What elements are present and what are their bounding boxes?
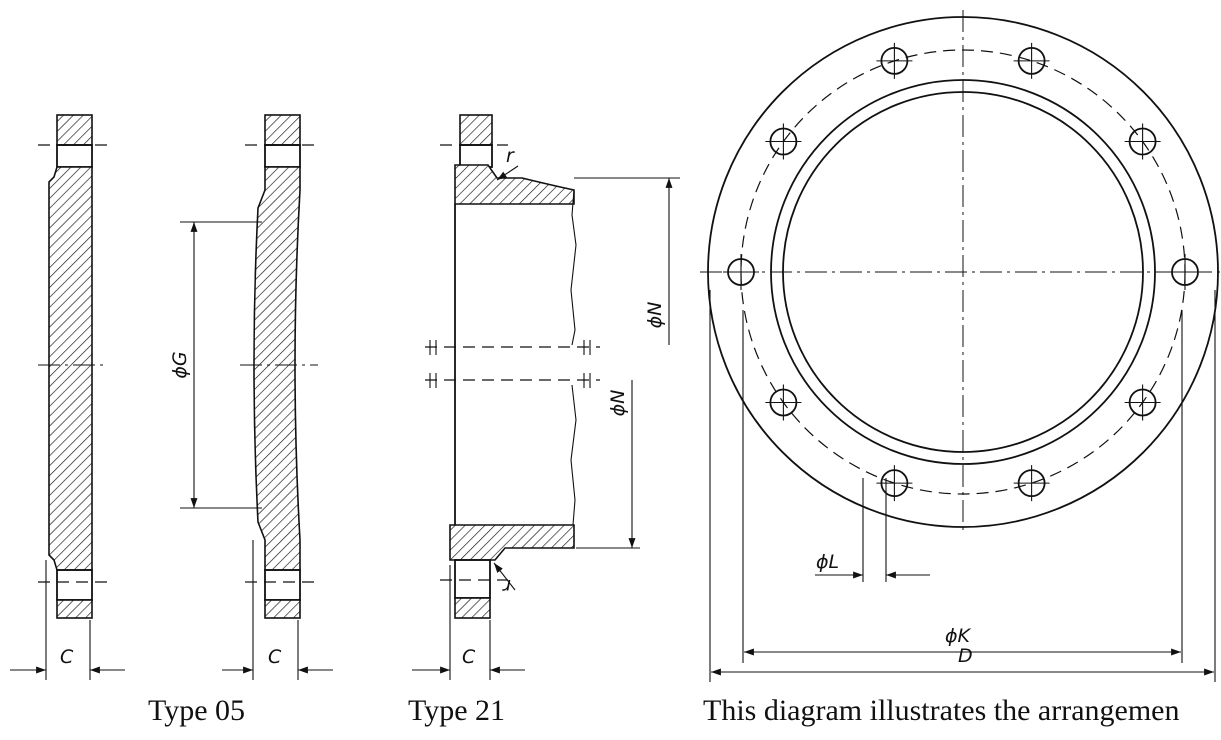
bolt-hole — [876, 465, 913, 502]
bolt-hole — [1124, 123, 1161, 160]
flange-section-type-05-flat: C — [10, 114, 125, 680]
bolt-hole — [1124, 384, 1161, 421]
dim-phi-k: ϕK — [945, 625, 972, 647]
dim-c-3: C — [462, 646, 476, 668]
dim-c-2: C — [268, 646, 282, 668]
flange-section-type-05-dished: ϕG C — [169, 114, 333, 680]
flange-front-view: D ϕK ϕL — [700, 10, 1221, 682]
caption-type-21: Type 21 — [408, 694, 505, 727]
flange-section-type-21: r r ϕN ϕN C — [412, 114, 680, 680]
bolt-hole — [1013, 42, 1050, 79]
caption-arrangement: This diagram illustrates the arrangemen — [703, 694, 1180, 727]
dim-phi-g: ϕG — [169, 351, 191, 378]
caption-type-05: Type 05 — [148, 694, 245, 727]
bolt-hole — [765, 384, 802, 421]
bolt-hole — [1013, 465, 1050, 502]
dim-phi-n-top: ϕN — [644, 302, 666, 329]
bolt-holes — [723, 42, 1203, 502]
bolt-hole — [876, 42, 913, 79]
dim-r-bottom: r — [502, 575, 511, 597]
bolt-hole — [1167, 254, 1203, 290]
dim-r-top: r — [506, 145, 515, 167]
dim-d: D — [958, 645, 973, 667]
bolt-hole — [723, 254, 759, 290]
dim-c-1: C — [60, 646, 74, 668]
dim-phi-n-bottom: ϕN — [607, 390, 629, 417]
dim-phi-l: ϕL — [816, 551, 839, 573]
bolt-hole — [765, 123, 802, 160]
